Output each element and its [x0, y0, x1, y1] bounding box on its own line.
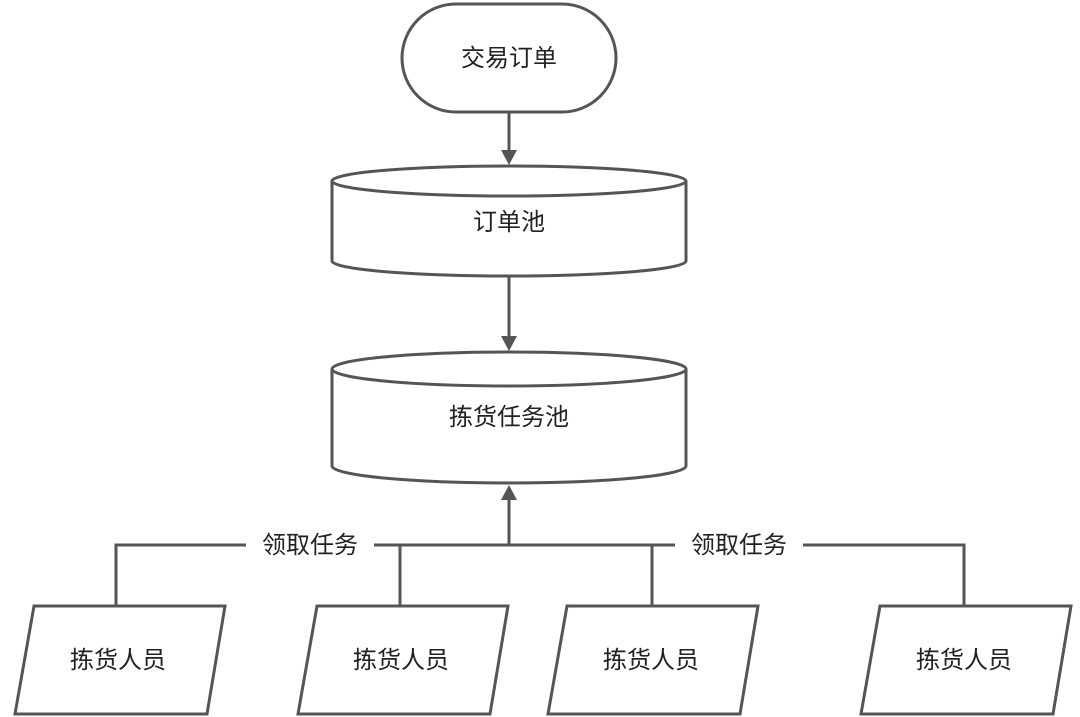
- node-picker-1-label: 拣货人员: [70, 646, 166, 674]
- node-picking-task-pool-label: 拣货任务池: [449, 403, 569, 431]
- node-order-pool-label: 订单池: [473, 208, 545, 236]
- node-picker-4-label: 拣货人员: [916, 646, 1012, 674]
- node-trade-order: 交易订单: [400, 2, 618, 114]
- node-picking-task-pool: 拣货任务池: [330, 350, 688, 485]
- node-picker-1: 拣货人员: [13, 604, 227, 716]
- node-picker-3: 拣货人员: [546, 604, 760, 716]
- edge-label-left: 领取任务: [246, 530, 374, 560]
- node-picker-2-label: 拣货人员: [353, 646, 449, 674]
- node-order-pool: 订单池: [330, 164, 688, 278]
- edge-pickers-to-picking-pool: [114, 485, 966, 606]
- edge-order-to-order-pool: [501, 112, 517, 165]
- edge-order-pool-to-picking-pool: [501, 276, 517, 351]
- node-picker-2: 拣货人员: [296, 604, 510, 716]
- edge-label-right-text: 领取任务: [691, 531, 787, 559]
- edge-label-left-text: 领取任务: [262, 531, 358, 559]
- node-trade-order-label: 交易订单: [461, 44, 557, 72]
- edge-label-right: 领取任务: [675, 530, 803, 560]
- node-picker-3-label: 拣货人员: [603, 646, 699, 674]
- node-picker-4: 拣货人员: [859, 604, 1073, 716]
